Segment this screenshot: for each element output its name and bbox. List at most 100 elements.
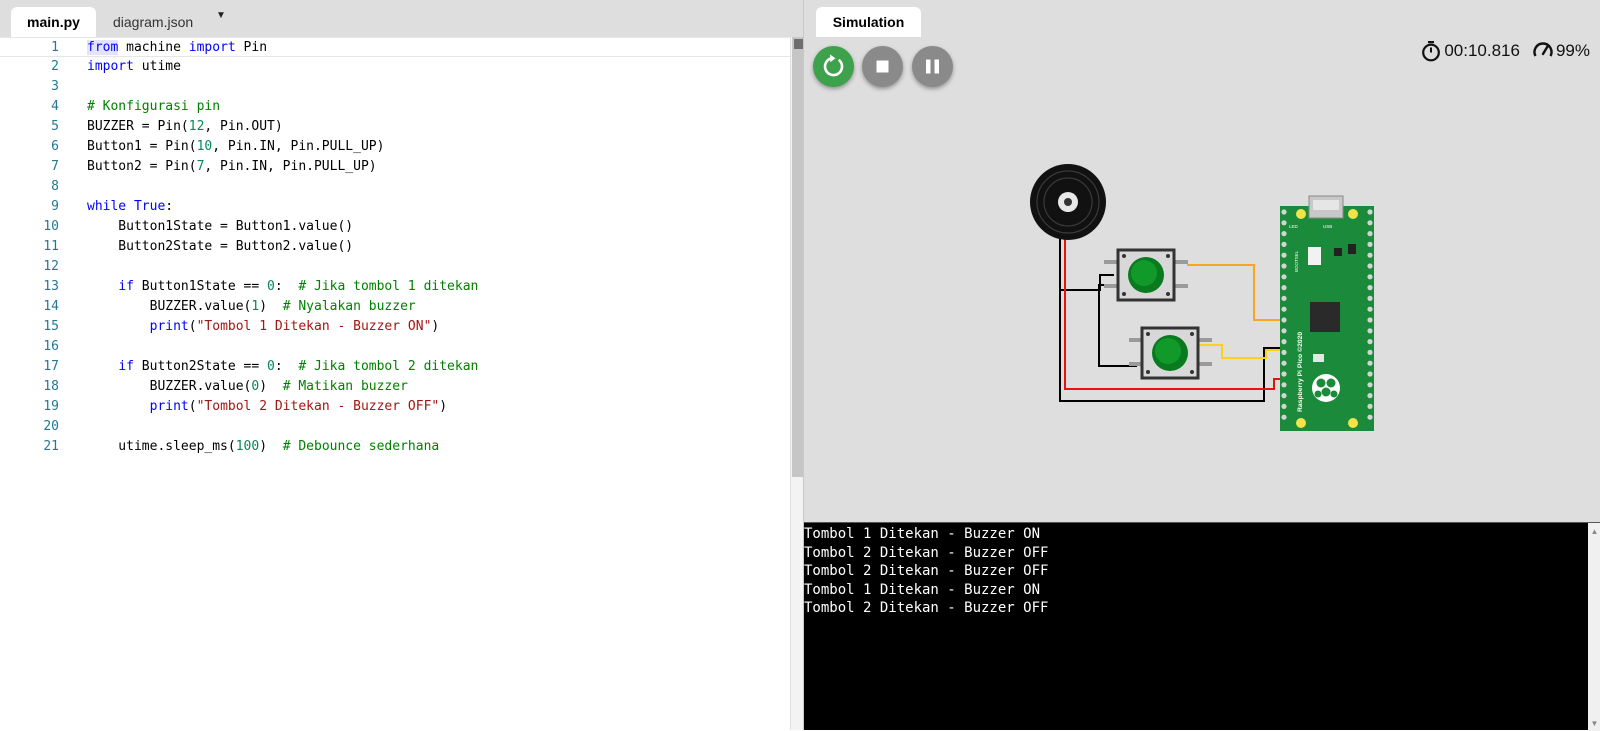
pico-pin[interactable] [1281, 360, 1287, 366]
code-line[interactable]: 16 [0, 337, 790, 357]
caret-down-icon[interactable]: ▼ [216, 10, 226, 21]
code-token: BUZZER = Pin( [87, 119, 189, 134]
pico-pin[interactable] [1281, 252, 1287, 258]
pico-pin[interactable] [1367, 274, 1373, 280]
pico-pin[interactable] [1367, 263, 1373, 269]
code-line[interactable]: 11 Button2State = Button2.value() [0, 237, 790, 257]
stop-button[interactable] [862, 46, 903, 87]
wires [1059, 238, 1284, 402]
code-token: ( [188, 319, 197, 334]
code-comment: # Jika tombol 1 ditekan [298, 279, 479, 294]
buzzer[interactable] [1030, 164, 1106, 240]
pico-pin[interactable] [1367, 231, 1373, 237]
code-line[interactable]: 10 Button1State = Button1.value() [0, 217, 790, 237]
pico-pin[interactable] [1281, 317, 1287, 323]
pico-pin[interactable] [1367, 220, 1373, 226]
pico-pin[interactable] [1367, 295, 1373, 301]
line-number: 9 [51, 199, 59, 214]
code-number: 10 [196, 139, 213, 154]
code-line[interactable]: 8 [0, 177, 790, 197]
pico-pin[interactable] [1367, 414, 1373, 420]
line-number: 16 [43, 339, 59, 354]
pico-pin[interactable] [1281, 263, 1287, 269]
pico-pin[interactable] [1367, 349, 1373, 355]
pico-pin[interactable] [1367, 252, 1373, 258]
pico-pin[interactable] [1281, 371, 1287, 377]
pico-pin[interactable] [1367, 306, 1373, 312]
pico-pin[interactable] [1367, 339, 1373, 345]
restart-button[interactable] [813, 46, 854, 87]
serial-monitor[interactable]: Tombol 1 Ditekan - Buzzer ON Tombol 2 Di… [804, 522, 1600, 731]
code-line[interactable]: 3 [0, 77, 790, 97]
pico-pin[interactable] [1367, 241, 1373, 247]
pico-pin[interactable] [1281, 414, 1287, 420]
line-number: 5 [51, 119, 59, 134]
code-line[interactable]: 19 print("Tombol 2 Ditekan - Buzzer OFF"… [0, 397, 790, 417]
scroll-up-arrow-icon[interactable]: ▲ [1590, 527, 1599, 536]
pico-pin[interactable] [1281, 285, 1287, 291]
pico-pin[interactable] [1367, 382, 1373, 388]
simulation-status: 00:10.816 99% [1420, 40, 1590, 62]
pico-pin[interactable] [1281, 306, 1287, 312]
code-line[interactable]: 20 [0, 417, 790, 437]
pico-pin[interactable] [1281, 220, 1287, 226]
pico-pin[interactable] [1281, 382, 1287, 388]
line-number: 1 [51, 40, 59, 55]
tab-simulation[interactable]: Simulation [816, 7, 921, 37]
pico-pin[interactable] [1281, 274, 1287, 280]
code-token: , Pin.OUT) [204, 119, 283, 134]
code-string: "Tombol 2 Ditekan - Buzzer OFF" [196, 399, 440, 414]
pico-pin[interactable] [1281, 339, 1287, 345]
code-line[interactable]: 15 print("Tombol 1 Ditekan - Buzzer ON") [0, 317, 790, 337]
code-line[interactable]: 13 if Button1State == 0: # Jika tombol 1… [0, 277, 790, 297]
code-line[interactable]: 4# Konfigurasi pin [0, 97, 790, 117]
code-token [87, 359, 118, 374]
pushbutton-2[interactable] [1129, 326, 1212, 380]
pico-pin[interactable] [1281, 403, 1287, 409]
pico-pin[interactable] [1367, 371, 1373, 377]
pushbutton-1[interactable] [1104, 248, 1188, 302]
pico-pin[interactable] [1367, 360, 1373, 366]
tab-diagram-json[interactable]: diagram.json [113, 14, 194, 30]
raspberry-pi-pico[interactable]: LED USB BOOTSEL Raspberry Pi Pico ©2020 [1280, 195, 1374, 431]
line-number: 12 [43, 259, 59, 274]
pico-pin[interactable] [1281, 328, 1287, 334]
code-line[interactable]: 21 utime.sleep_ms(100) # Debounce sederh… [0, 437, 790, 457]
pico-pin[interactable] [1281, 349, 1287, 355]
cursor-position-marker [794, 39, 804, 49]
pico-pin[interactable] [1281, 295, 1287, 301]
editor-scrollbar[interactable] [790, 37, 804, 730]
pico-pin[interactable] [1367, 209, 1373, 215]
pause-button[interactable] [912, 46, 953, 87]
simulation-timer: 00:10.816 [1444, 41, 1520, 60]
code-token: if [118, 279, 134, 294]
code-number: 1 [251, 299, 260, 314]
pico-pin[interactable] [1367, 317, 1373, 323]
code-line[interactable]: 14 BUZZER.value(1) # Nyalakan buzzer [0, 297, 790, 317]
code-line[interactable]: 18 BUZZER.value(0) # Matikan buzzer [0, 377, 790, 397]
scroll-down-arrow-icon[interactable]: ▼ [1590, 719, 1599, 728]
pico-pin[interactable] [1281, 231, 1287, 237]
tab-main-py[interactable]: main.py [11, 7, 96, 37]
pico-pin[interactable] [1281, 241, 1287, 247]
editor-scroll-thumb[interactable] [792, 37, 804, 477]
code-line[interactable]: 12 [0, 257, 790, 277]
pico-pin[interactable] [1367, 328, 1373, 334]
pico-pin[interactable] [1367, 285, 1373, 291]
code-line[interactable]: 17 if Button2State == 0: # Jika tombol 2… [0, 357, 790, 377]
pico-pin[interactable] [1281, 209, 1287, 215]
pico-pin[interactable] [1367, 393, 1373, 399]
code-token [87, 319, 150, 334]
circuit-diagram[interactable]: LED USB BOOTSEL Raspberry Pi Pico ©2020 [804, 88, 1600, 522]
pico-pin[interactable] [1281, 393, 1287, 399]
pico-pin[interactable] [1367, 403, 1373, 409]
code-token: ) [259, 299, 283, 314]
serial-scrollbar[interactable]: ▲ ▼ [1588, 523, 1600, 731]
